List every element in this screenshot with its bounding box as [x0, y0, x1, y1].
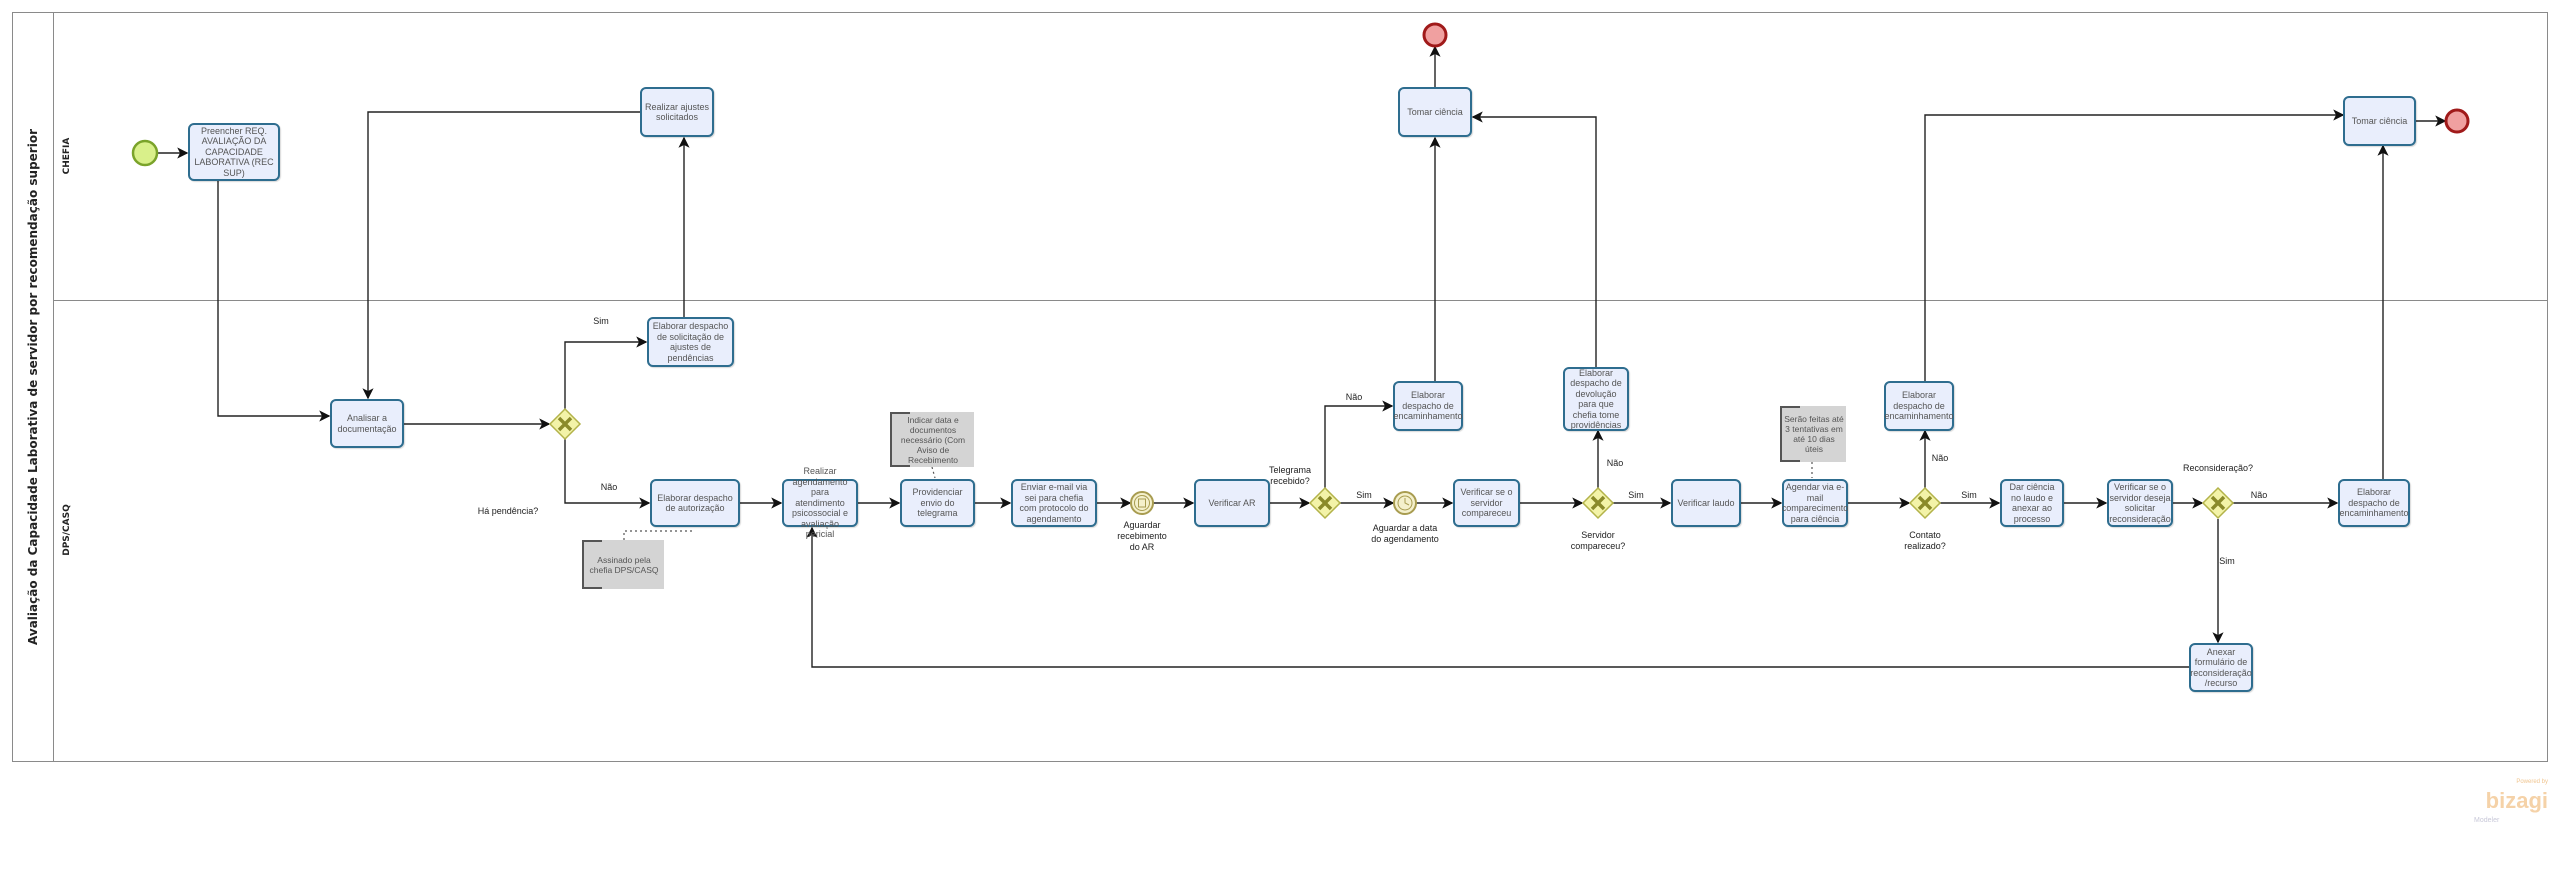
annotation-indicar-data: Indicar data e documentos necessário (Co… — [890, 412, 974, 467]
start-event — [131, 139, 159, 167]
flow-label-nao: Não — [1931, 453, 1949, 463]
task-tomar-ciencia-1[interactable]: Tomar ciência — [1398, 87, 1472, 137]
exclusive-gateway-icon — [1908, 486, 1942, 520]
task-realizar-ajustes[interactable]: Realizar ajustes solicitados — [640, 87, 714, 137]
task-encaminhamento-3[interactable]: Elaborar despacho de encaminhamento — [2338, 479, 2410, 527]
flow-label-sim: Sim — [1961, 490, 1977, 500]
task-tomar-ciencia-2[interactable]: Tomar ciência — [2343, 96, 2416, 146]
gateway-label-telegrama: Telegrama recebido? — [1268, 465, 1312, 486]
message-intermediate-event — [1130, 491, 1154, 515]
event-label-aguardar-data: Aguardar a data do agendamento — [1371, 523, 1439, 544]
task-preencher-req[interactable]: Preencher REQ. AVALIAÇÃO DA CAPACIDADE L… — [188, 123, 280, 181]
end-event — [1422, 22, 1448, 48]
task-dar-ciencia[interactable]: Dar ciência no laudo e anexar ao process… — [2000, 479, 2064, 527]
flow — [1324, 400, 1394, 488]
product-text: Modeler — [2474, 817, 2500, 824]
flow — [217, 181, 331, 422]
gateway-label-reconsideracao: Reconsideração? — [2182, 463, 2254, 473]
exclusive-gateway-icon — [2201, 486, 2235, 520]
task-verificar-compareceu[interactable]: Verificar se o servidor compareceu — [1453, 479, 1520, 527]
task-anexar-formulario[interactable]: Anexar formulário de reconsideração /rec… — [2189, 643, 2253, 692]
gateway-label-pendencia: Há pendência? — [477, 506, 539, 516]
flow-label-nao: Não — [2250, 490, 2268, 500]
task-elaborar-devolucao[interactable]: Elaborar despacho de devolução para que … — [1563, 367, 1629, 431]
powered-by-text: Powered by — [2516, 779, 2548, 785]
timer-intermediate-event — [1393, 491, 1417, 515]
flow-label-nao: Não — [1345, 392, 1363, 402]
flow-label-sim: Sim — [1356, 490, 1372, 500]
task-verificar-laudo[interactable]: Verificar laudo — [1671, 479, 1741, 527]
task-providenciar-telegrama[interactable]: Providenciar envio do telegrama — [900, 479, 975, 527]
exclusive-gateway-icon — [1581, 486, 1615, 520]
flow — [362, 111, 640, 400]
exclusive-gateway-icon — [1308, 486, 1342, 520]
flow-label-sim: Sim — [593, 316, 609, 326]
lane-divider — [54, 300, 2548, 301]
task-encaminhamento-2[interactable]: Elaborar despacho de encaminhamento — [1884, 381, 1954, 431]
flow-label-nao: Não — [600, 482, 618, 492]
gateway-label-compareceu: Servidor compareceu? — [1570, 530, 1626, 551]
task-verificar-reconsideracao[interactable]: Verificar se o servidor deseja solicitar… — [2107, 479, 2173, 527]
gateway-label-contato: Contato realizado? — [1904, 530, 1946, 551]
event-label-aguardar-ar: Aguardar recebimento do AR — [1117, 520, 1167, 552]
flow — [564, 439, 651, 509]
pool — [12, 12, 2548, 762]
task-verificar-ar[interactable]: Verificar AR — [1194, 479, 1270, 527]
flow-label-sim: Sim — [2219, 556, 2235, 566]
brand-text: bizagi — [2485, 788, 2548, 813]
task-encaminhamento-1[interactable]: Elaborar despacho de encaminhamento — [1393, 381, 1463, 431]
exclusive-gateway-icon — [548, 407, 582, 441]
association — [931, 466, 936, 479]
annotation-tentativas: Serão feitas até 3 tentativas em até 10 … — [1780, 406, 1846, 462]
task-agendar-email[interactable]: Agendar via e-mail comparecimento para c… — [1782, 479, 1848, 527]
flow-label-nao: Não — [1606, 458, 1624, 468]
task-analisar-documentacao[interactable]: Analisar a documentação — [330, 399, 404, 448]
flow-label-sim: Sim — [1628, 490, 1644, 500]
task-elaborar-autorizacao[interactable]: Elaborar despacho de autorização — [650, 479, 740, 527]
pool-header — [12, 12, 54, 762]
task-elaborar-solicitacao[interactable]: Elaborar despacho de solicitação de ajus… — [647, 317, 734, 367]
annotation-assinado: Assinado pela chefia DPS/CASQ — [582, 540, 664, 589]
flow — [1924, 109, 2345, 381]
flow — [1471, 111, 1597, 367]
bizagi-logo: Powered by bizagi Modeler — [2466, 778, 2548, 825]
flow — [806, 526, 2189, 668]
end-event — [2444, 108, 2470, 134]
flow — [564, 336, 648, 409]
task-enviar-email[interactable]: Enviar e-mail via sei para chefia com pr… — [1011, 479, 1097, 527]
association — [623, 530, 695, 540]
task-realizar-agendamento[interactable]: Realizar agendamento para atendimento ps… — [782, 466, 858, 539]
